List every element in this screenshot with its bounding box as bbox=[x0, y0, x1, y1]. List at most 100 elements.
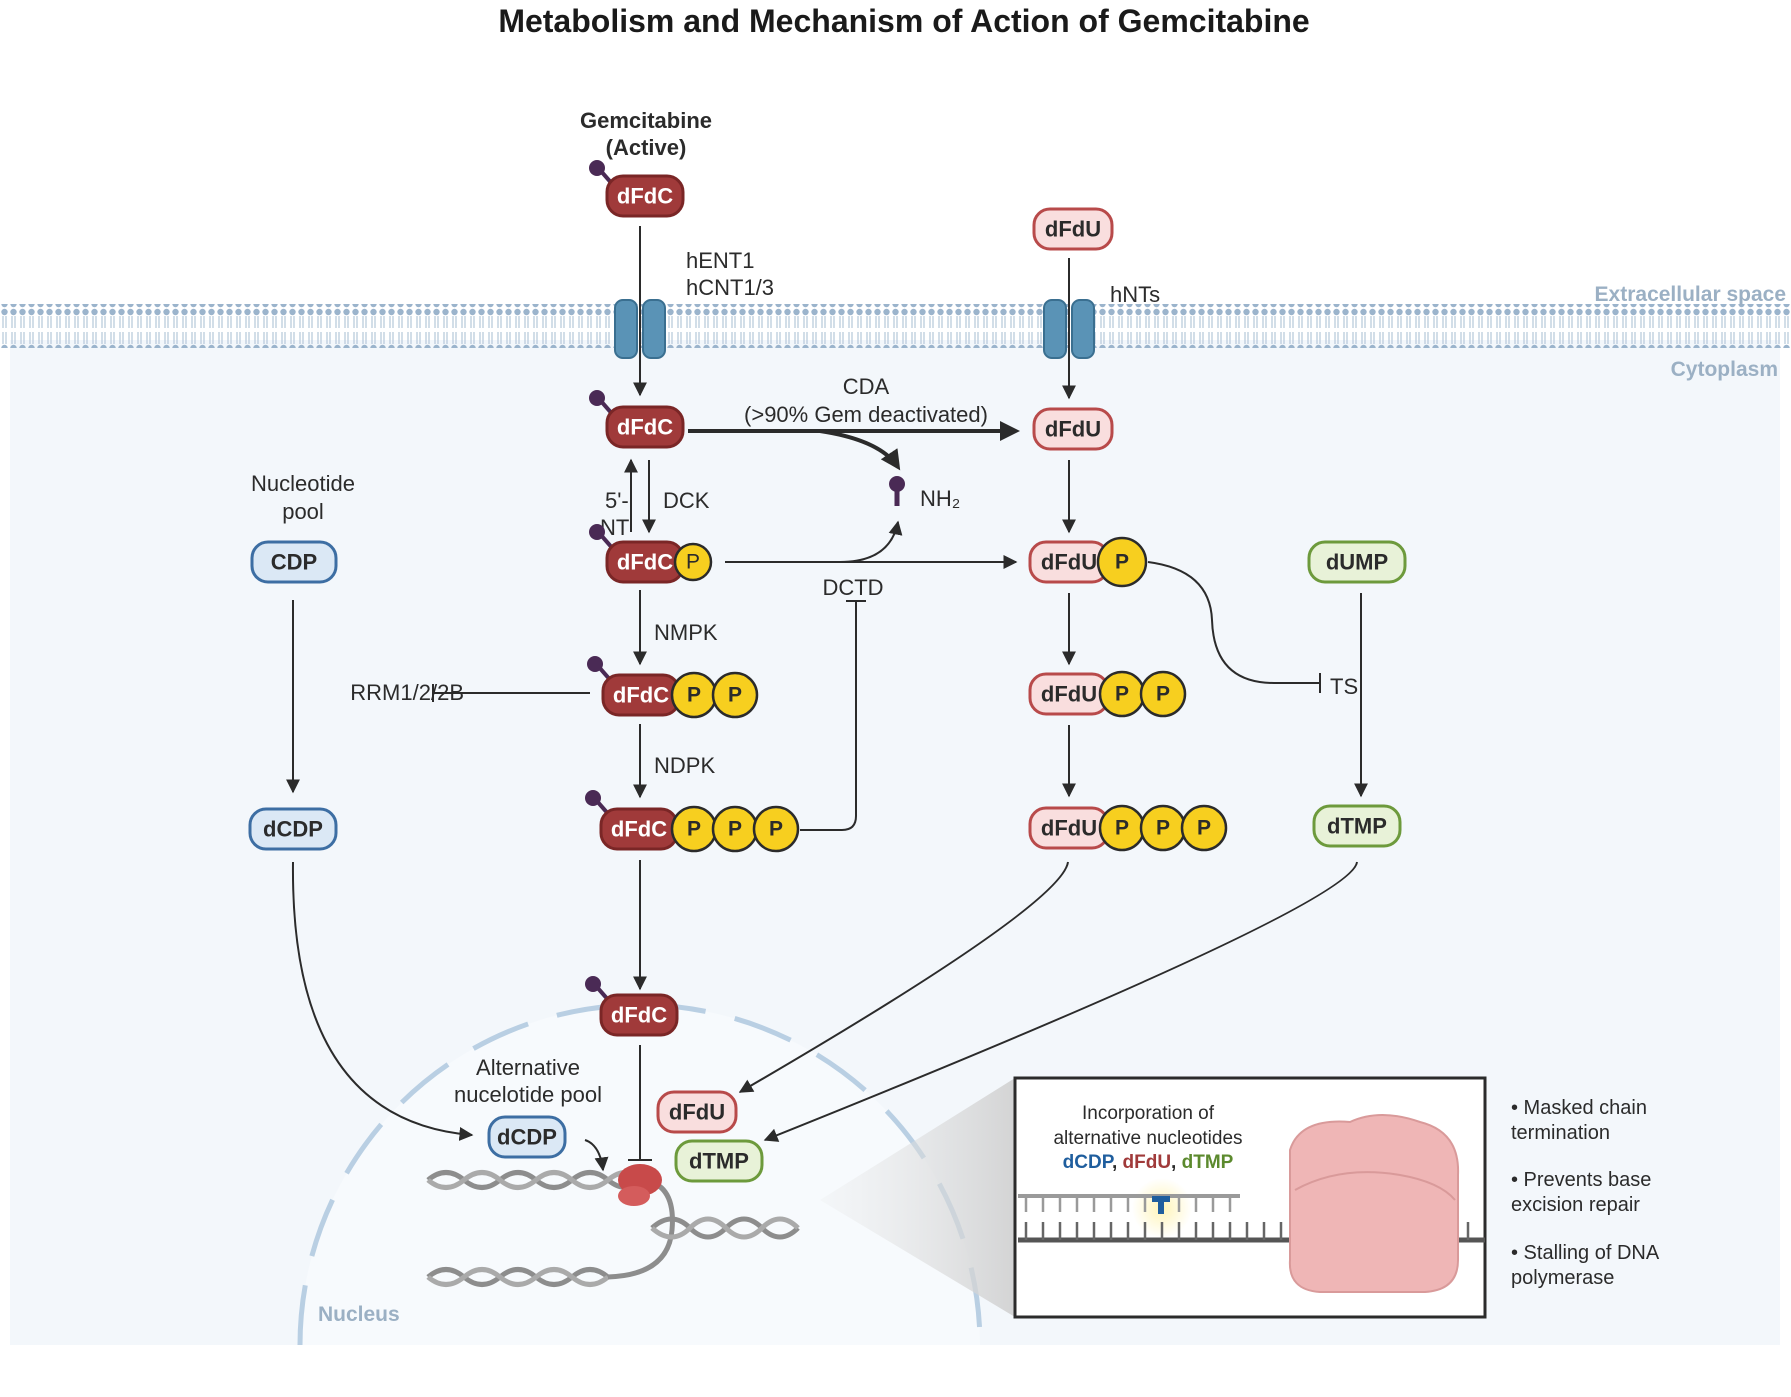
bullet-2: • Prevents base bbox=[1511, 1169, 1651, 1191]
cell-membrane bbox=[0, 304, 1791, 348]
dcdp-label: dCDP bbox=[497, 1125, 557, 1150]
phosphate-label: P bbox=[687, 684, 701, 707]
phosphate-label: P bbox=[1115, 817, 1129, 840]
dcdp-node: dCDP bbox=[248, 807, 338, 851]
dfdc-label: dFdC bbox=[617, 550, 673, 575]
arrow-cda-nh2 bbox=[819, 429, 901, 471]
inset-title-2: alternative nucleotides bbox=[1053, 1128, 1242, 1149]
polymerase-enzyme bbox=[1288, 1114, 1460, 1293]
phosphate-label: P bbox=[769, 818, 783, 841]
dfdu-extracellular: dFdU bbox=[1032, 207, 1114, 251]
phosphate-label: P bbox=[1115, 551, 1129, 574]
enzyme-dctd: DCTD bbox=[822, 575, 883, 600]
phosphate-label: P bbox=[687, 818, 701, 841]
phosphate-label: P bbox=[728, 684, 742, 707]
phosphate-label: P bbox=[1197, 817, 1211, 840]
enzyme-ts: TS bbox=[1330, 674, 1358, 699]
nh2-label: NH₂ bbox=[920, 486, 960, 511]
dfdc-diphosphate: dFdC P P bbox=[587, 656, 759, 719]
inset-dcdp: dCDP bbox=[1063, 1152, 1115, 1173]
bullet-2-line-2: excision repair bbox=[1511, 1194, 1640, 1216]
dfdu-nuclear: dFdU bbox=[656, 1090, 738, 1134]
transporter-channel-gem bbox=[614, 299, 666, 359]
dfdu-label: dFdU bbox=[1045, 217, 1101, 242]
dna-double-helix bbox=[426, 1170, 800, 1287]
phosphate-label: P bbox=[1115, 683, 1129, 706]
gemcitabine-active-label: (Active) bbox=[606, 135, 687, 160]
enzyme-nmpk: NMPK bbox=[654, 620, 718, 645]
inset-title-1: Incorporation of bbox=[1082, 1103, 1215, 1124]
dfdu-intracellular: dFdU bbox=[1032, 407, 1114, 451]
nucleotide-pool-label-2: pool bbox=[282, 499, 324, 524]
inset-nucleotides: dCDP, dFdU, dTMP bbox=[1063, 1152, 1234, 1173]
arrow-dtmp-to-nucleus bbox=[763, 861, 1358, 1142]
dfdu-label: dFdU bbox=[1041, 550, 1097, 575]
inset-dfdu: dFdU bbox=[1123, 1152, 1172, 1173]
dfdu-monophosphate: dFdU P bbox=[1028, 536, 1148, 588]
enzyme-5nt: 5'- bbox=[605, 488, 629, 513]
dna-polymerase bbox=[618, 1164, 662, 1206]
dfdu-diphosphate: dFdU P P bbox=[1028, 670, 1187, 718]
transporter-hnts: hNTs bbox=[1110, 282, 1160, 307]
inhibit-ts bbox=[1147, 561, 1320, 684]
cdp-label: CDP bbox=[271, 550, 317, 575]
inset-separator: , bbox=[1171, 1152, 1182, 1173]
dfdc-label: dFdC bbox=[611, 817, 667, 842]
bullet-3: • Stalling of DNA bbox=[1511, 1242, 1660, 1264]
dtmp-nuclear: dTMP bbox=[674, 1139, 764, 1183]
arrow-dcdp-to-dna bbox=[584, 1139, 609, 1172]
arrow-dfdutp-to-nucleus bbox=[738, 861, 1069, 1093]
dfdu-label: dFdU bbox=[1041, 682, 1097, 707]
phosphate-label: P bbox=[1156, 817, 1170, 840]
zoom-beam bbox=[820, 1078, 1015, 1317]
enzyme-cda-note: (>90% Gem deactivated) bbox=[744, 402, 988, 427]
dfdc-extracellular: dFdC bbox=[589, 160, 685, 218]
dtmp-label: dTMP bbox=[1327, 814, 1387, 839]
dfdc-label: dFdC bbox=[613, 683, 669, 708]
enzyme-5nt-2: NT bbox=[600, 515, 629, 540]
bullet-1-line-2: termination bbox=[1511, 1122, 1610, 1144]
enzyme-rrm: RRM1/2/2B bbox=[350, 680, 464, 705]
transporter-hent1: hENT1 bbox=[686, 248, 754, 273]
dfdc-intracellular: dFdC bbox=[589, 390, 685, 449]
incorporated-nucleotide-marker bbox=[1152, 1196, 1170, 1214]
inset-separator: , bbox=[1112, 1152, 1123, 1173]
bullet-1: • Masked chain bbox=[1511, 1097, 1647, 1119]
phosphate-label: P bbox=[728, 818, 742, 841]
dfdc-nuclear: dFdC bbox=[585, 976, 679, 1037]
dfdc-label: dFdC bbox=[611, 1003, 667, 1028]
cytoplasm-label: Cytoplasm bbox=[1671, 358, 1778, 381]
arrow-dcdp-to-nucleus bbox=[291, 861, 474, 1141]
dfdu-triphosphate: dFdU P P P bbox=[1028, 804, 1228, 852]
dfdc-label: dFdC bbox=[617, 415, 673, 440]
bullet-3-line-2: polymerase bbox=[1511, 1267, 1614, 1289]
alternative-pool-label-2: nucelotide pool bbox=[454, 1082, 602, 1107]
dfdu-label: dFdU bbox=[1041, 816, 1097, 841]
dfdc-label: dFdC bbox=[617, 184, 673, 209]
nucleotide-pool-label: Nucleotide bbox=[251, 471, 355, 496]
page-title: Metabolism and Mechanism of Action of Ge… bbox=[498, 3, 1309, 39]
dfdc-monophosphate: dFdC P bbox=[589, 524, 713, 584]
enzyme-cda: CDA bbox=[843, 374, 890, 399]
transporter-hcnt: hCNT1/3 bbox=[686, 275, 774, 300]
enzyme-dck: DCK bbox=[663, 488, 710, 513]
nh2-group: NH₂ bbox=[889, 476, 960, 511]
extracellular-space-label: Extracellular space bbox=[1595, 283, 1786, 306]
dfdc-triphosphate: dFdC P P P bbox=[585, 790, 800, 853]
phosphate-label: P bbox=[686, 551, 700, 574]
inhibit-dctd bbox=[800, 601, 857, 831]
alternative-pool-label: Alternative bbox=[476, 1055, 580, 1080]
dump-node: dUMP bbox=[1307, 540, 1407, 584]
dcdp-nuclear: dCDP bbox=[487, 1115, 567, 1159]
dtmp-label: dTMP bbox=[689, 1149, 749, 1174]
dcdp-label: dCDP bbox=[263, 817, 323, 842]
arrow-dfdcmp-nh2 bbox=[839, 520, 903, 563]
inset-dtmp: dTMP bbox=[1182, 1152, 1234, 1173]
nucleus-label: Nucleus bbox=[318, 1303, 400, 1326]
gemcitabine-label: Gemcitabine bbox=[580, 108, 712, 133]
dump-label: dUMP bbox=[1326, 550, 1388, 575]
cdp-node: CDP bbox=[250, 540, 338, 584]
dtmp-node: dTMP bbox=[1312, 804, 1402, 848]
